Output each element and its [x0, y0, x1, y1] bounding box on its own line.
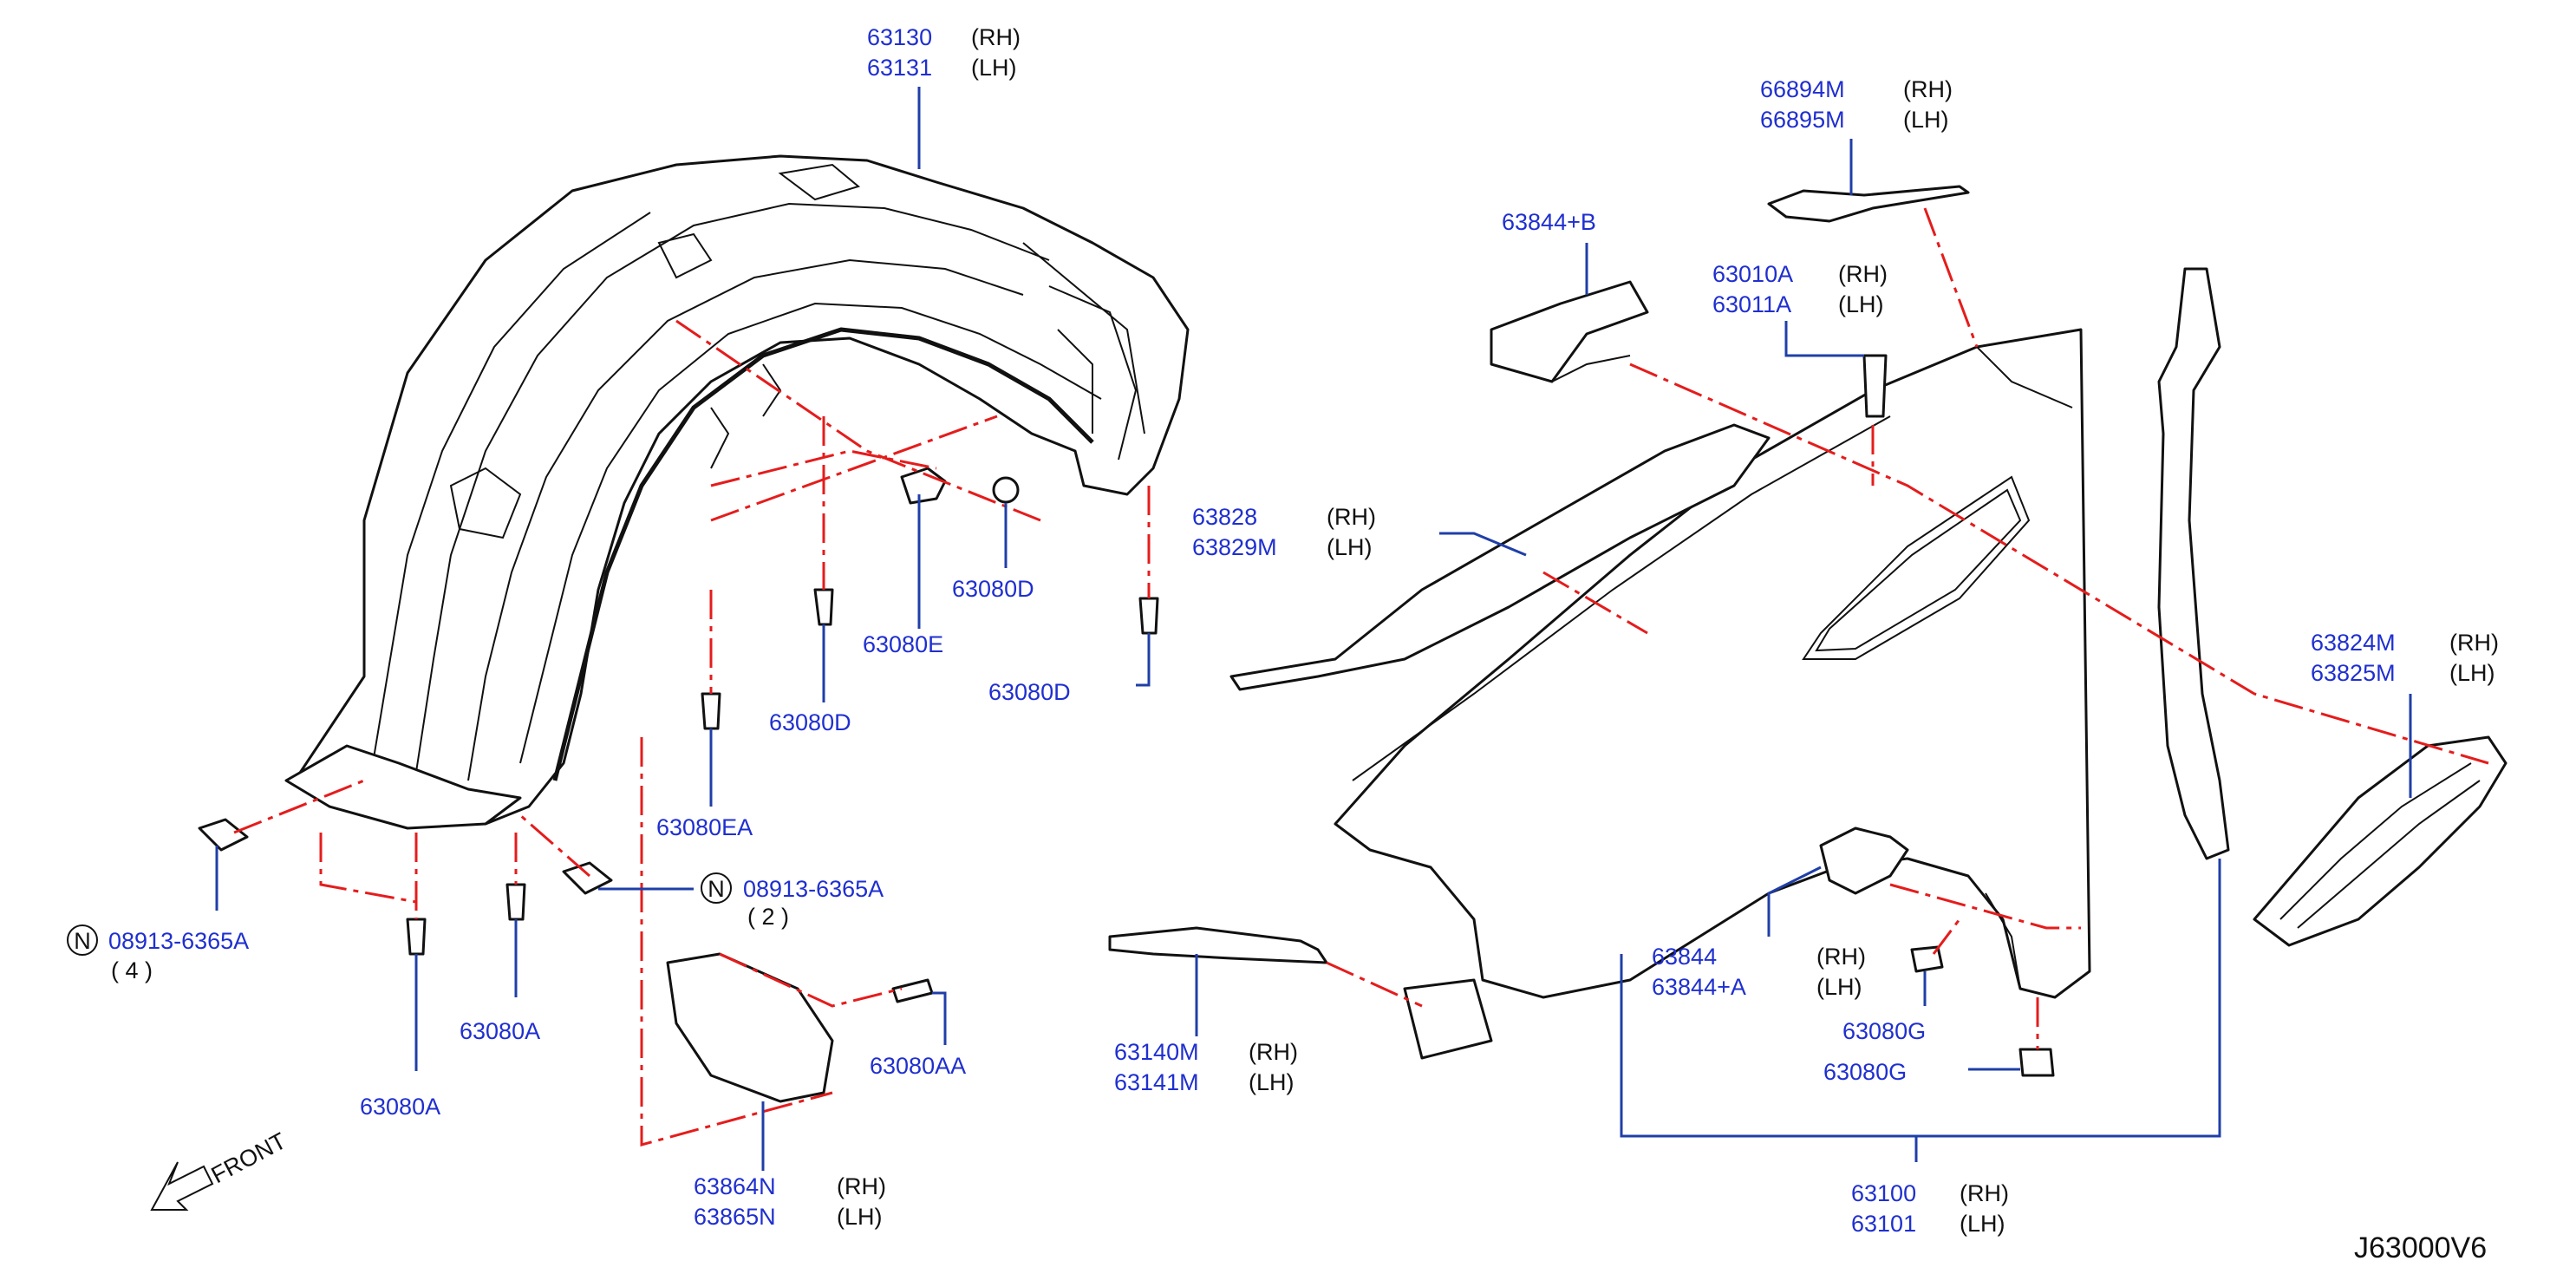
front-direction-indicator: FRONT	[150, 1127, 290, 1211]
nut-symbol: N	[708, 876, 725, 902]
rh-tag: (RH)	[971, 24, 1021, 50]
callout-63844B: 63844+B	[1502, 209, 1596, 235]
screw-63080AA-drawing	[891, 978, 934, 1003]
label-63080AA: 63080AA	[870, 1053, 966, 1079]
bolt-63010A-drawing	[1862, 354, 1888, 418]
side-vent-drawing	[2253, 735, 2508, 947]
label-63080A-a: 63080A	[360, 1094, 440, 1120]
label-63080D-b: 63080D	[769, 709, 851, 735]
part-number-rh: 63864N	[694, 1173, 776, 1199]
fender-stay-drawing	[1229, 423, 1771, 691]
label-63080G-a: 63080G	[1842, 1018, 1926, 1044]
part-number-lh: 63011A	[1712, 291, 1791, 317]
callout-nut-left: N 08913-6365A ( 4 )	[67, 924, 249, 983]
lh-tag: (LH)	[2449, 660, 2495, 686]
part-number-rh: 63010A	[1712, 261, 1793, 287]
label-63080D-a: 63080D	[952, 576, 1034, 602]
quantity: ( 2 )	[747, 904, 789, 930]
insulator-block-drawing	[1490, 280, 1649, 383]
label-63080E: 63080E	[863, 631, 943, 657]
rh-tag: (RH)	[2449, 630, 2499, 656]
nut-symbol-circle	[701, 872, 732, 904]
screw-63080D-b-drawing	[1138, 597, 1159, 635]
label-63080G-b: 63080G	[1823, 1059, 1907, 1085]
lh-tag: (LH)	[1327, 534, 1373, 560]
part-number: 08913-6365A	[108, 928, 249, 954]
callout-63824M: 63824M (RH) 63825M (LH)	[2311, 630, 2499, 686]
clip-63080G-a-drawing	[1910, 945, 1944, 973]
quantity: ( 4 )	[111, 957, 153, 983]
part-number-rh: 63828	[1192, 504, 1257, 530]
part-number-lh: 63141M	[1114, 1069, 1199, 1095]
part-number-lh: 63829M	[1192, 534, 1277, 560]
part-number-rh: 66894M	[1760, 76, 1845, 102]
callout-63010A: 63010A (RH) 63011A (LH)	[1712, 261, 1888, 317]
rh-tag: (RH)	[837, 1173, 886, 1199]
part-number-rh: 63844	[1652, 944, 1717, 970]
lh-tag: (LH)	[1960, 1211, 2005, 1237]
rh-tag: (RH)	[1838, 261, 1888, 287]
part-number-lh: 66895M	[1760, 107, 1845, 133]
clip-63080G-b-drawing	[2018, 1048, 2055, 1077]
lh-tag: (LH)	[1903, 107, 1949, 133]
callout-63130: 63130 (RH) 63131 (LH)	[867, 24, 1021, 81]
rh-tag: (RH)	[1960, 1180, 2009, 1206]
assembly-lines	[233, 207, 2489, 1147]
nut-left-drawing	[198, 818, 249, 852]
part-number-lh: 63865N	[694, 1204, 776, 1230]
rh-tag: (RH)	[1816, 944, 1866, 970]
diagram-code: J63000V6	[2354, 1231, 2487, 1264]
rh-tag: (RH)	[1903, 76, 1953, 102]
screw-63080EA-drawing	[701, 692, 721, 730]
nut-symbol-circle	[67, 924, 98, 956]
part-number-rh: 63140M	[1114, 1039, 1199, 1065]
part-number: 63844+B	[1502, 209, 1596, 235]
callout-63100: 63100 (RH) 63101 (LH)	[1851, 1180, 2009, 1237]
part-number-rh: 63824M	[2311, 630, 2396, 656]
rh-tag: (RH)	[1249, 1039, 1298, 1065]
part-number-rh: 63100	[1851, 1180, 1916, 1206]
fender-bracket-drawing	[2157, 267, 2230, 860]
screw-63080A-b-drawing	[505, 883, 526, 921]
callout-63140M: 63140M (RH) 63141M (LH)	[1114, 1039, 1298, 1095]
lower-bracket-drawing	[1108, 926, 1328, 964]
screw-63080A-a-drawing	[406, 918, 427, 956]
label-63080EA: 63080EA	[656, 814, 753, 840]
lh-tag: (LH)	[1838, 291, 1884, 317]
screw-63080D-a-drawing	[813, 588, 834, 626]
mud-guard-drawing	[666, 952, 834, 1103]
callout-63844: 63844 (RH) 63844+A (LH)	[1652, 944, 1866, 1000]
front-arrow-icon	[150, 1161, 214, 1211]
callout-63828: 63828 (RH) 63829M (LH)	[1192, 504, 1376, 560]
callout-63864N: 63864N (RH) 63865N (LH)	[694, 1173, 886, 1230]
lh-tag: (LH)	[837, 1204, 883, 1230]
part-number-lh: 63101	[1851, 1211, 1916, 1237]
callout-nut-mid: N 08913-6365A ( 2 )	[701, 872, 884, 930]
part-number-lh: 63825M	[2311, 660, 2396, 686]
part-number-rh: 63130	[867, 24, 932, 50]
label-63080D-c: 63080D	[988, 679, 1071, 705]
label-63080A-b: 63080A	[460, 1018, 540, 1044]
part-number-lh: 63844+A	[1652, 974, 1746, 1000]
lh-tag: (LH)	[1249, 1069, 1295, 1095]
part-number: 08913-6365A	[743, 876, 884, 902]
part-number-lh: 63131	[867, 55, 932, 81]
fender-seal-drawing	[1767, 185, 1970, 223]
callout-66894M: 66894M (RH) 66895M (LH)	[1760, 76, 1953, 133]
nut-symbol: N	[74, 928, 91, 954]
nut-mid-drawing	[562, 861, 613, 895]
rh-tag: (RH)	[1327, 504, 1376, 530]
fender-protector-drawing	[284, 154, 1190, 830]
clip-63080D-drawing	[992, 476, 1020, 504]
leader-lines	[215, 87, 2412, 1171]
lh-tag: (LH)	[971, 55, 1017, 81]
lh-tag: (LH)	[1816, 974, 1862, 1000]
fender-panel-drawing	[1334, 328, 2091, 1060]
insulator-piece-drawing	[1819, 826, 1909, 895]
front-label: FRONT	[207, 1127, 290, 1188]
